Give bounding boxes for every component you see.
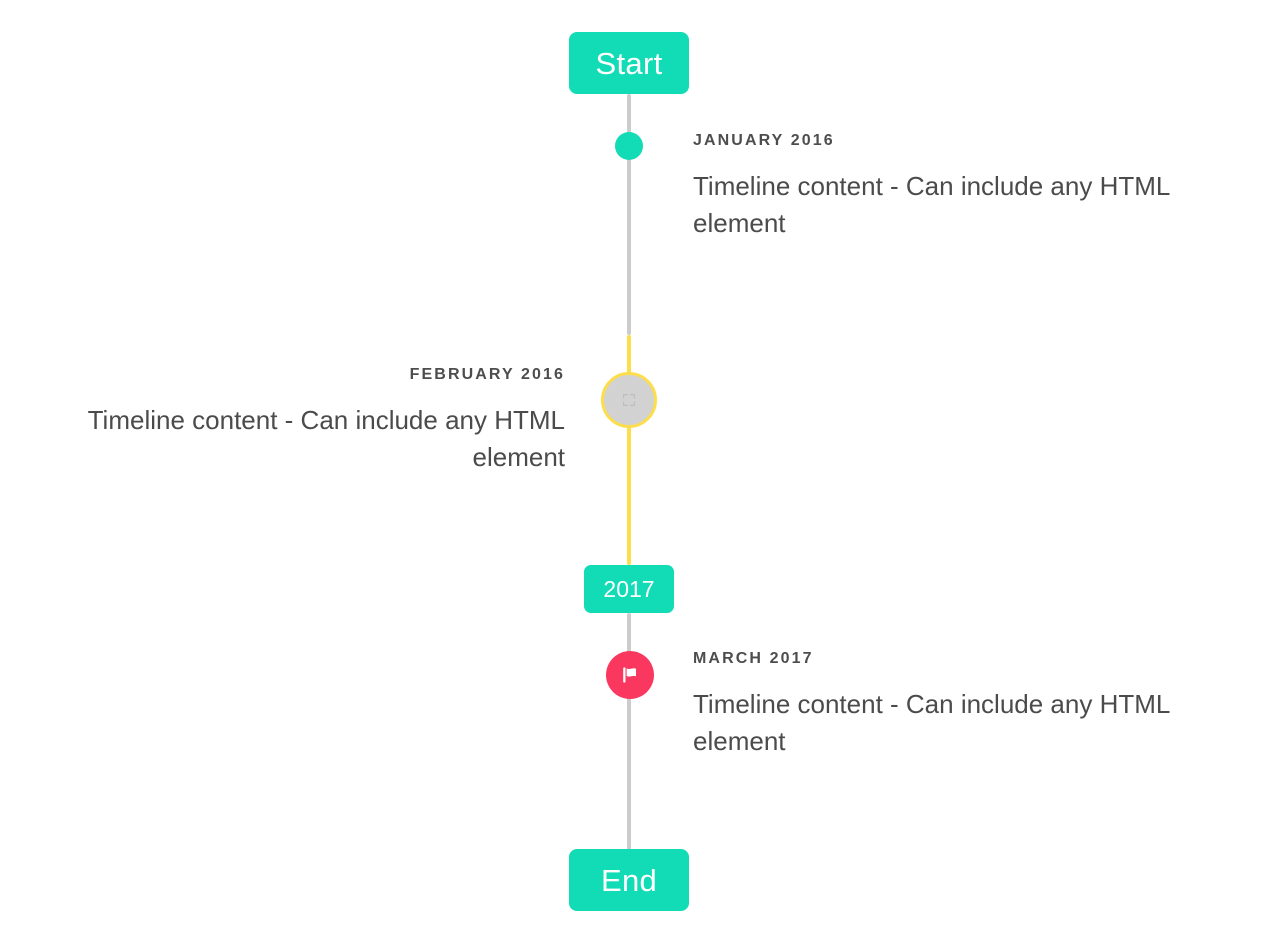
flag-icon — [623, 667, 636, 683]
timeline-entry-date: JANUARY 2016 — [693, 132, 835, 149]
timeline-marker-broken-image-icon[interactable] — [601, 372, 657, 428]
timeline-entry-date: FEBRUARY 2016 — [409, 366, 565, 383]
timeline-entry-body: Timeline content - Can include any HTML … — [87, 404, 565, 472]
timeline-rail-segment-top — [627, 94, 631, 335]
timeline-entry-february: FEBRUARY 2016 Timeline content - Can inc… — [35, 366, 565, 475]
timeline-year-badge[interactable]: 2017 — [584, 565, 674, 613]
timeline-end-badge[interactable]: End — [569, 849, 689, 911]
timeline-entry-january: JANUARY 2016 Timeline content - Can incl… — [693, 132, 1233, 241]
timeline-marker-flag-icon[interactable] — [606, 651, 654, 699]
timeline-entry-date: MARCH 2017 — [693, 650, 814, 667]
timeline-start-badge[interactable]: Start — [569, 32, 689, 94]
timeline-entry-body: Timeline content - Can include any HTML … — [693, 688, 1170, 756]
timeline-rail-segment-highlight — [627, 335, 631, 565]
timeline-rail-segment-bottom — [627, 613, 631, 855]
timeline-entry-march: MARCH 2017 Timeline content - Can includ… — [693, 650, 1233, 759]
timeline-marker-dot-icon[interactable] — [615, 132, 643, 160]
broken-image-icon — [621, 392, 637, 408]
timeline-entry-body: Timeline content - Can include any HTML … — [693, 170, 1170, 238]
